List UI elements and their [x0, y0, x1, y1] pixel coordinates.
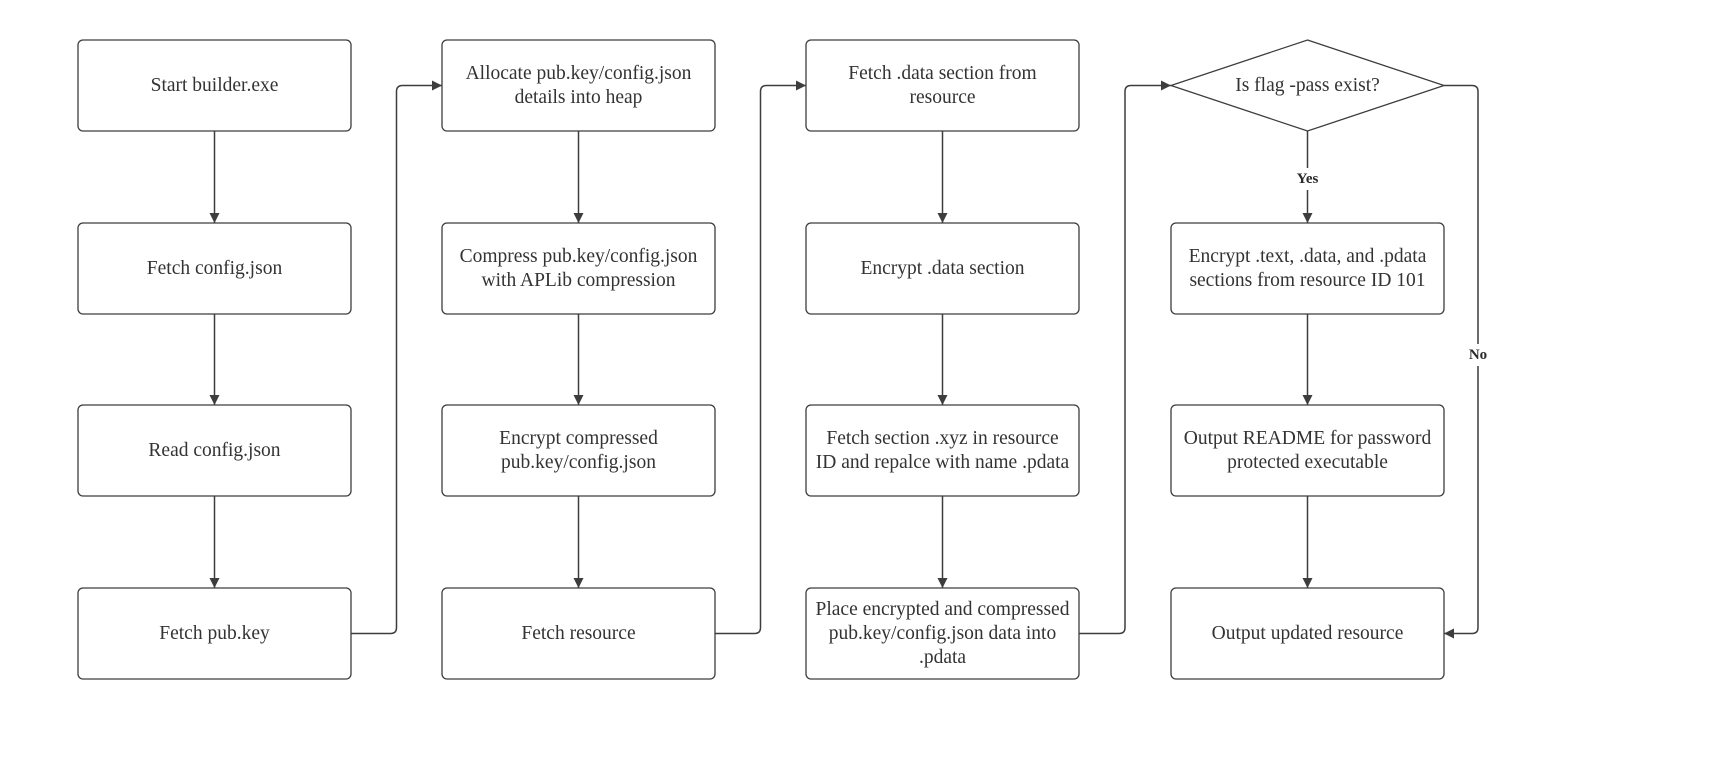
node-label-line: Place encrypted and compressed [816, 599, 1070, 620]
process-box-shape [805, 39, 1080, 132]
edge-label-background [1291, 168, 1324, 190]
edge-n13-to-n14: Yes [1291, 131, 1324, 223]
node-label-line: Fetch pub.key [159, 623, 270, 644]
process-box-shape [77, 222, 352, 315]
node-label-line: sections from resource ID 101 [1189, 270, 1425, 291]
node-label-line: with APLib compression [482, 270, 676, 291]
node-label-line: resource [909, 87, 975, 108]
process-box-shape [77, 587, 352, 680]
process-box-shape [441, 404, 716, 497]
process-node-output-updated-resource: Output updated resource [1170, 587, 1445, 680]
connector-arrow [1079, 80, 1171, 635]
edge-label-background [1462, 344, 1494, 366]
process-node-fetch-resource: Fetch resource [441, 587, 716, 680]
process-node-encrypt-compressed-pub-key-config-json: Encrypt compressed pub.key/config.json [441, 404, 716, 497]
node-label-line: ID and repalce with name .pdata [816, 452, 1070, 473]
process-node-fetch-section-xyz-in-resource-id-and-rep: Fetch section .xyz in resource ID and rep… [805, 404, 1080, 497]
process-box-shape [441, 39, 716, 132]
node-label-line: Start builder.exe [151, 75, 279, 96]
node-label-line: protected executable [1227, 452, 1388, 473]
edge-label-no: No [1469, 347, 1487, 363]
process-box-shape [805, 404, 1080, 497]
process-node-fetch-config-json: Fetch config.json [77, 222, 352, 315]
decision-diamond-shape [1168, 39, 1447, 132]
edge-n4-to-n5 [351, 80, 442, 635]
connector-arrow [351, 80, 442, 635]
node-label-line: Fetch section .xyz in resource [826, 428, 1058, 449]
process-node-output-readme-for-password-protected-exe: Output README for password protected exec… [1170, 404, 1445, 497]
process-node-encrypt-data-section: Encrypt .data section [805, 222, 1080, 315]
process-box-shape [805, 587, 1080, 680]
connector-arrow [715, 80, 806, 635]
process-node-compress-pub-key-config-json-with-aplib-: Compress pub.key/config.json with APLib c… [441, 222, 716, 315]
node-label-line: Read config.json [148, 440, 280, 461]
node-label-line: Compress pub.key/config.json [460, 246, 698, 267]
decision-node-is-flag-pass-exist: Is flag -pass exist? [1168, 39, 1447, 132]
node-label-line: pub.key/config.json [501, 452, 656, 473]
process-node-fetch-pub-key: Fetch pub.key [77, 587, 352, 680]
node-label-line: Allocate pub.key/config.json [466, 63, 692, 84]
process-box-shape [1170, 404, 1445, 497]
node-label-line: Fetch .data section from [848, 63, 1036, 84]
process-node-place-encrypted-and-compressed-pub-key-c: Place encrypted and compressed pub.key/co… [805, 587, 1080, 680]
node-label-line: Fetch resource [521, 623, 635, 644]
edge-n8-to-n9 [715, 80, 806, 635]
edge-n13-to-n16: No [1444, 84, 1494, 639]
node-label-line: Encrypt compressed [499, 428, 658, 449]
process-box-shape [1170, 222, 1445, 315]
node-label-line: Fetch config.json [147, 258, 283, 279]
node-label-line: pub.key/config.json data into [829, 623, 1056, 644]
process-box-shape [441, 222, 716, 315]
node-label-line: .pdata [919, 647, 966, 668]
process-box-shape [77, 39, 352, 132]
node-label-line: Output updated resource [1212, 623, 1404, 644]
edge-label-yes: Yes [1297, 171, 1319, 187]
node-label-line: Encrypt .text, .data, and .pdata [1189, 246, 1427, 267]
process-node-start-builder-exe: Start builder.exe [77, 39, 352, 132]
edge-n12-to-n13 [1079, 80, 1171, 635]
node-label-line: details into heap [515, 87, 643, 108]
process-node-fetch-data-section-from-resource: Fetch .data section from resource [805, 39, 1080, 132]
process-box-shape [1170, 587, 1445, 680]
node-label-line: Is flag -pass exist? [1235, 75, 1380, 96]
process-node-allocate-pub-key-config-json-details-int: Allocate pub.key/config.json details into… [441, 39, 716, 132]
process-box-shape [441, 587, 716, 680]
node-label-line: Encrypt .data section [860, 258, 1024, 279]
process-node-read-config-json: Read config.json [77, 404, 352, 497]
process-box-shape [805, 222, 1080, 315]
process-node-encrypt-text-data-and-pdata-sections-fro: Encrypt .text, .data, and .pdata sections… [1170, 222, 1445, 315]
process-box-shape [77, 404, 352, 497]
node-label-line: Output README for password [1184, 428, 1432, 449]
